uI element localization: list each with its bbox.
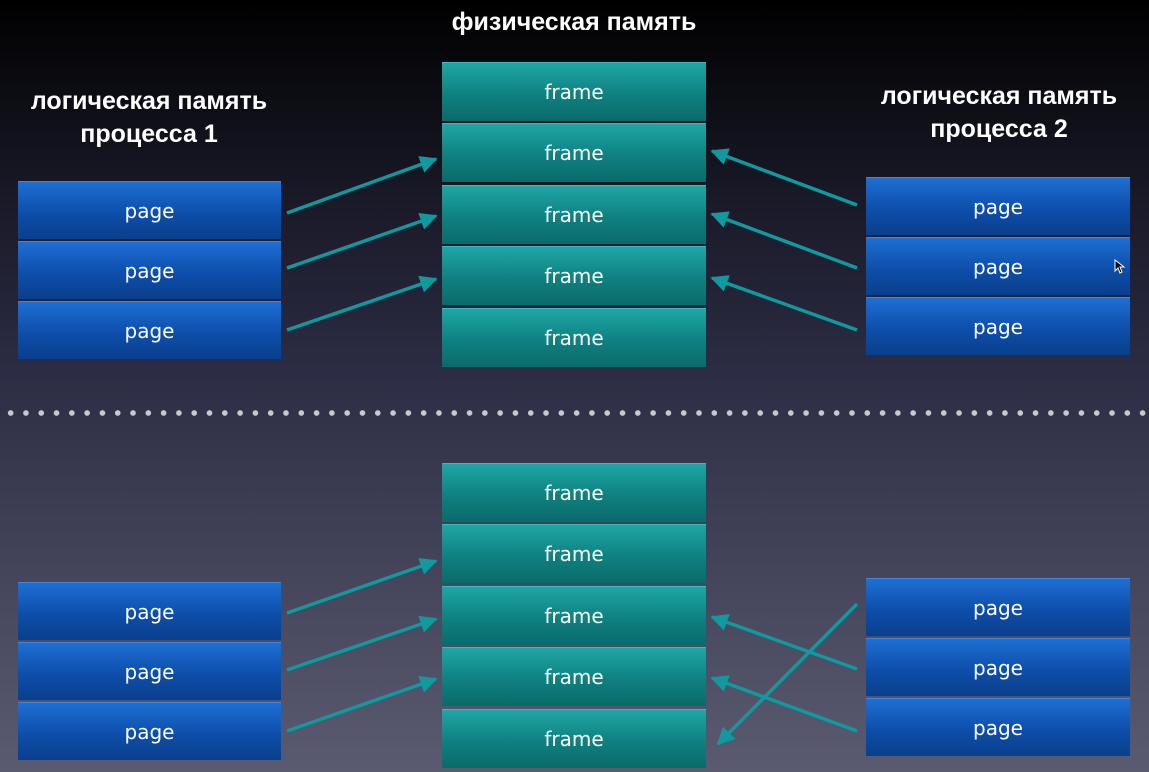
physical-memory-title: физическая память bbox=[451, 8, 697, 36]
top-arrow-p2-page3-to-frame4 bbox=[710, 275, 858, 332]
top-frame-1: frame bbox=[442, 62, 706, 121]
top-process-1-page-1: page bbox=[18, 181, 281, 239]
bottom-frame-2: frame bbox=[442, 524, 706, 583]
top-arrow-p1-page2-to-frame3 bbox=[286, 212, 438, 270]
bottom-arrow-p2-page1-to-frame5 bbox=[716, 602, 859, 746]
process-2-memory-title: логическая память процесса 2 bbox=[850, 80, 1148, 146]
top-frame-4: frame bbox=[442, 246, 706, 305]
top-process-2-page-3: page bbox=[866, 297, 1130, 355]
bottom-arrow-p1-page1-to-frame2 bbox=[286, 557, 438, 615]
bottom-process-1-page-3: page bbox=[18, 702, 281, 760]
bottom-process-2-page-1: page bbox=[866, 578, 1130, 636]
mouse-cursor-icon bbox=[1114, 259, 1126, 274]
bottom-frame-4: frame bbox=[442, 647, 706, 706]
process-1-memory-title: логическая память процесса 1 bbox=[0, 85, 298, 151]
process-1-title-line1: логическая память bbox=[30, 87, 268, 115]
top-frame-2: frame bbox=[442, 123, 706, 182]
process-2-title-line2: процесса 2 bbox=[930, 115, 1068, 143]
bottom-process-2-page-3: page bbox=[866, 698, 1130, 756]
top-frame-3: frame bbox=[442, 185, 706, 244]
process-2-title-line1: логическая память bbox=[880, 82, 1118, 110]
bottom-arrow-p1-page2-to-frame3 bbox=[286, 615, 438, 672]
top-process-2-page-2: page bbox=[866, 237, 1130, 295]
dotted-divider bbox=[0, 408, 1149, 418]
bottom-process-2-page-2: page bbox=[866, 638, 1130, 696]
process-1-title-line2: процесса 1 bbox=[80, 120, 218, 148]
bottom-frame-3: frame bbox=[442, 586, 706, 645]
top-process-2-page-1: page bbox=[866, 177, 1130, 235]
bottom-arrow-p2-page2-to-frame3 bbox=[710, 614, 858, 671]
bottom-frame-5: frame bbox=[442, 709, 706, 768]
bottom-arrow-p1-page3-to-frame4 bbox=[286, 675, 438, 733]
top-frame-5: frame bbox=[442, 308, 706, 367]
bottom-process-1-page-2: page bbox=[18, 642, 281, 700]
bottom-arrow-p2-page3-to-frame4 bbox=[710, 675, 858, 733]
top-arrow-p1-page1-to-frame2 bbox=[286, 156, 438, 215]
top-arrow-p1-page3-to-frame4 bbox=[286, 275, 438, 332]
bottom-process-1-page-1: page bbox=[18, 582, 281, 640]
top-process-1-page-2: page bbox=[18, 241, 281, 299]
top-process-1-page-3: page bbox=[18, 301, 281, 359]
top-arrow-p2-page2-to-frame3 bbox=[710, 211, 858, 270]
bottom-frame-1: frame bbox=[442, 463, 706, 522]
top-arrow-p2-page1-to-frame2 bbox=[710, 148, 858, 207]
